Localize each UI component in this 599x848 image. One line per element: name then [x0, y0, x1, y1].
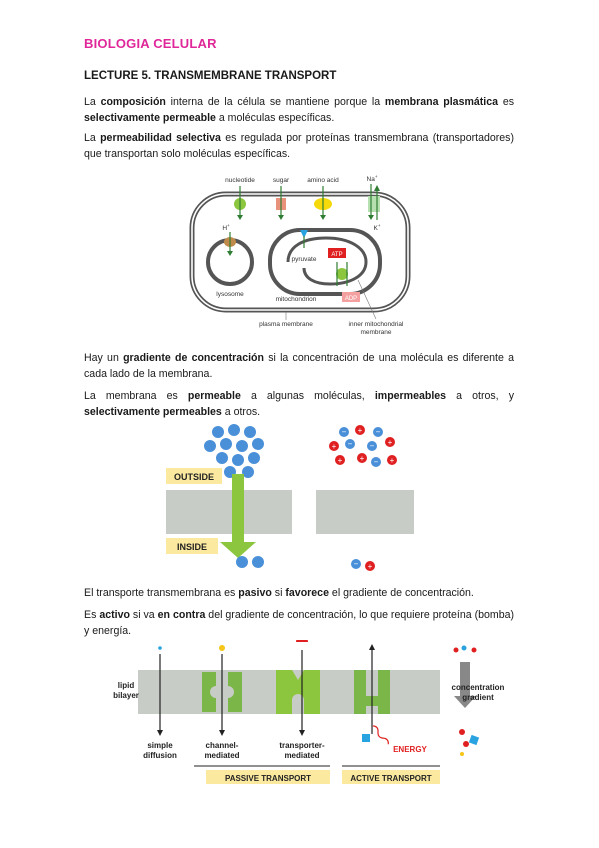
inside-molecule — [236, 556, 248, 568]
passive-label: PASSIVE TRANSPORT — [225, 774, 311, 783]
transport-types-figure: lipid bilayer simple diffusion channel- … — [113, 640, 505, 784]
pyruvate-label: pyruvate — [292, 256, 317, 263]
paragraph-composition: La composición interna de la célula se m… — [84, 96, 515, 124]
svg-text:+: + — [338, 456, 343, 465]
svg-text:+: + — [390, 456, 395, 465]
svg-text:+: + — [388, 438, 393, 447]
concentration-label: concentration — [452, 683, 505, 692]
bilayer-label: bilayer — [113, 691, 139, 700]
h-label: H+ — [222, 223, 230, 232]
inner-membrane-shape — [286, 236, 368, 286]
transporter-protein — [276, 670, 320, 714]
inside-badge — [166, 538, 218, 554]
inside-label: INSIDE — [177, 542, 207, 552]
na-label: Na+ — [367, 174, 378, 183]
membrane-right — [316, 490, 414, 534]
svg-text:mediated: mediated — [284, 751, 319, 760]
gradient-label: gradient — [462, 693, 494, 702]
sugar-label: sugar — [273, 177, 290, 184]
passive-badge — [206, 770, 330, 784]
svg-text:simple: simple — [147, 741, 173, 750]
paragraph-passive: El transporte transmembrana es pasivo si… — [84, 587, 474, 599]
svg-text:−: − — [354, 560, 359, 569]
outside-ions: − + − + − − + + + − + — [329, 425, 397, 467]
svg-text:−: − — [342, 428, 347, 437]
inner-membrane-label-2: membrane — [360, 329, 391, 336]
outside-molecules — [204, 424, 264, 478]
energy-label: ENERGY — [393, 745, 427, 754]
pump-molecule — [362, 734, 370, 742]
atp-synthase — [336, 268, 348, 280]
atp-badge — [328, 248, 346, 258]
svg-text:mediated: mediated — [204, 751, 239, 760]
svg-text:−: − — [348, 440, 353, 449]
lecture-title: LECTURE 5. TRANSMEMBRANE TRANSPORT — [84, 70, 337, 82]
outside-badge — [166, 468, 222, 484]
svg-text:+: + — [360, 454, 365, 463]
cell-transport-figure: nucleotide sugar amino acid Na+ K+ H+ ly… — [189, 174, 411, 336]
atp-label: ATP — [331, 252, 342, 258]
svg-text:+: + — [368, 562, 373, 571]
pump-protein — [354, 670, 390, 714]
page-header: BIOLOGIA CELULAR — [84, 36, 217, 51]
paragraph-concentration-gradient: Hay un gradiente de concentración si la … — [84, 352, 514, 380]
inside-ion — [351, 559, 361, 569]
svg-text:+: + — [332, 442, 337, 451]
pyruvate-transporter — [300, 230, 308, 238]
outside-label: OUTSIDE — [174, 472, 214, 482]
energy-squiggle — [372, 725, 389, 745]
transporter-molecule — [296, 640, 308, 642]
permeable-arrow — [232, 474, 244, 544]
plasma-membrane-label: plasma membrane — [259, 321, 313, 328]
gradient-figure: OUTSIDE INSIDE − + − + − − + + + − + − + — [166, 424, 414, 571]
amino-acid-label: amino acid — [307, 177, 339, 184]
na-k-pump — [368, 196, 380, 212]
svg-text:−: − — [376, 428, 381, 437]
adp-badge — [342, 292, 360, 302]
svg-text:diffusion: diffusion — [143, 751, 177, 760]
svg-text:+: + — [358, 426, 363, 435]
active-label: ACTIVE TRANSPORT — [350, 774, 431, 783]
paragraph-active: Es activo si va en contra del gradiente … — [84, 609, 515, 637]
lysosome-label: lysosome — [216, 291, 244, 298]
inside-molecule — [252, 556, 264, 568]
gradient-arrow — [460, 662, 470, 698]
nucleotide-label: nucleotide — [225, 177, 255, 184]
mitochondrion-label: mitochondrion — [276, 296, 317, 303]
active-badge — [342, 770, 440, 784]
small-molecule — [158, 646, 162, 650]
svg-text:−: − — [374, 458, 379, 467]
svg-text:channel-: channel- — [206, 741, 239, 750]
paragraph-selective-permeability: La permeabilidad selectiva es regulada p… — [84, 132, 514, 160]
channel-molecule — [219, 645, 225, 651]
channel-protein-left — [202, 672, 216, 712]
lipid-label: lipid — [118, 681, 135, 690]
k-label: K+ — [374, 223, 381, 232]
channel-protein-right — [228, 672, 242, 712]
inner-membrane-label-1: inner mitochondrial — [349, 321, 404, 328]
membrane-left — [166, 490, 292, 534]
svg-text:transporter-: transporter- — [279, 741, 325, 750]
adp-label: ADP — [345, 296, 357, 302]
svg-text:−: − — [370, 442, 375, 451]
inside-ion — [365, 561, 375, 571]
paragraph-permeability-types: La membrana es permeable a algunas moléc… — [84, 390, 514, 418]
